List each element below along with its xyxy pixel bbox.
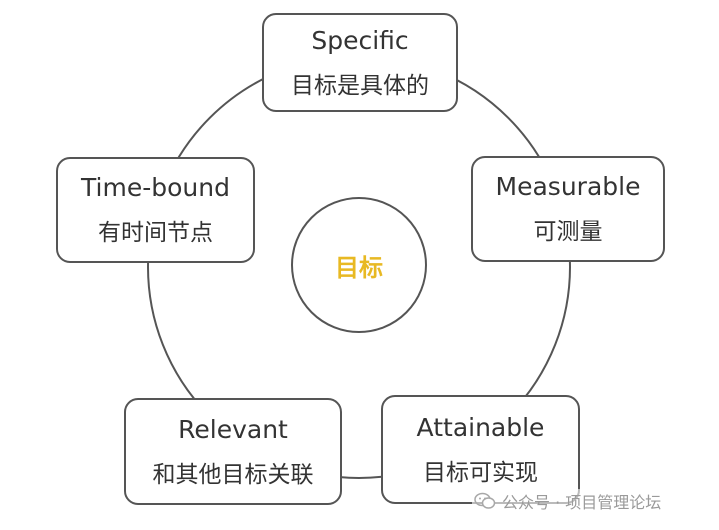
- node-specific-desc: 目标是具体的: [291, 72, 429, 99]
- center-label: 目标: [335, 253, 383, 282]
- node-specific: Specific 目标是具体的: [262, 13, 458, 112]
- node-measurable-title: Measurable: [495, 172, 641, 201]
- wechat-icon: [474, 492, 496, 509]
- node-timebound: Time-bound 有时间节点: [56, 157, 255, 263]
- center-circle: 目标: [291, 197, 427, 333]
- node-timebound-title: Time-bound: [81, 173, 230, 202]
- node-measurable: Measurable 可测量: [471, 156, 665, 262]
- node-measurable-desc: 可测量: [533, 219, 603, 245]
- node-specific-title: Specific: [311, 25, 409, 55]
- watermark-text: 公众号 · 项目管理论坛: [502, 493, 662, 512]
- node-timebound-desc: 有时间节点: [98, 220, 213, 246]
- node-relevant-desc: 和其他目标关联: [152, 461, 314, 488]
- node-relevant-title: Relevant: [178, 414, 288, 444]
- node-attainable-desc: 目标可实现: [423, 459, 538, 486]
- node-attainable: Attainable 目标可实现: [381, 395, 580, 504]
- node-attainable-title: Attainable: [416, 412, 545, 442]
- node-relevant: Relevant 和其他目标关联: [124, 398, 342, 505]
- watermark: 公众号 · 项目管理论坛: [472, 489, 664, 513]
